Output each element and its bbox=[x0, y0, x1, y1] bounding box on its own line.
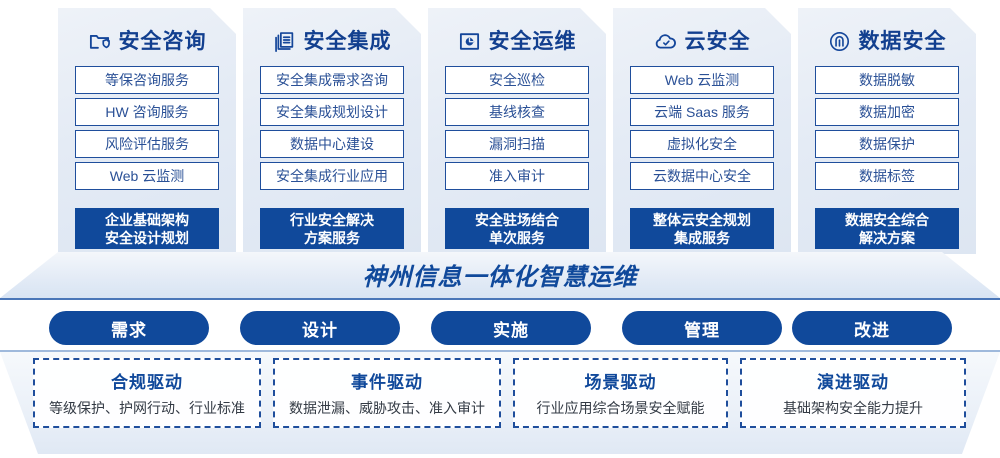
pillar-item[interactable]: 准入审计 bbox=[445, 162, 589, 190]
process-step-management[interactable]: 管理 bbox=[622, 311, 782, 345]
pillar-item[interactable]: 数据脱敏 bbox=[815, 66, 959, 94]
pillar-item[interactable]: 数据中心建设 bbox=[260, 130, 404, 158]
pillar-item[interactable]: 安全巡检 bbox=[445, 66, 589, 94]
driver-title: 场景驱动 bbox=[584, 373, 657, 392]
platform-banner bbox=[0, 252, 1000, 300]
pillar-header: 安全集成 bbox=[243, 24, 421, 58]
pillar-summary-line1: 行业安全解决 bbox=[290, 211, 374, 228]
pillar-summary-line1: 数据安全综合 bbox=[845, 211, 929, 228]
pillar-item-list: 安全巡检 基线核查 漏洞扫描 准入审计 bbox=[445, 66, 589, 194]
pillar-summary: 企业基础架构 安全设计规划 bbox=[75, 208, 219, 249]
pillar-item[interactable]: 虚拟化安全 bbox=[630, 130, 774, 158]
pillar-item[interactable]: Web 云监测 bbox=[630, 66, 774, 94]
pillar-security-integration: 安全集成 安全集成需求咨询 安全集成规划设计 数据中心建设 安全集成行业应用 行… bbox=[243, 8, 421, 254]
driver-description: 行业应用综合场景安全赋能 bbox=[536, 400, 705, 416]
drivers-top-border bbox=[0, 350, 1000, 352]
pillar-summary-line1: 整体云安全规划 bbox=[653, 211, 751, 228]
driver-title: 合规驱动 bbox=[111, 373, 183, 392]
process-step-implementation[interactable]: 实施 bbox=[431, 311, 591, 345]
monitor-chart-icon bbox=[458, 30, 481, 53]
pillar-header: 数据安全 bbox=[798, 24, 976, 58]
pillar-summary-line2: 安全设计规划 bbox=[105, 229, 189, 246]
pillar-item[interactable]: 安全集成规划设计 bbox=[260, 98, 404, 126]
pillar-summary-line2: 单次服务 bbox=[489, 229, 545, 246]
pillar-item[interactable]: 数据加密 bbox=[815, 98, 959, 126]
stacked-documents-icon bbox=[273, 30, 296, 53]
pillar-summary-line1: 安全驻场结合 bbox=[475, 211, 559, 228]
pillar-item[interactable]: Web 云监测 bbox=[75, 162, 219, 190]
driver-title: 演进驱动 bbox=[817, 373, 889, 392]
pillar-title: 数据安全 bbox=[858, 29, 947, 53]
pillar-summary: 数据安全综合 解决方案 bbox=[815, 208, 959, 249]
driver-compliance: 合规驱动 等级保护、护网行动、行业标准 bbox=[33, 358, 261, 428]
pillar-summary-line2: 解决方案 bbox=[859, 229, 915, 246]
pillar-item[interactable]: 风险评估服务 bbox=[75, 130, 219, 158]
driver-group: 合规驱动 等级保护、护网行动、行业标准 事件驱动 数据泄漏、威胁攻击、准入审计 … bbox=[0, 358, 1000, 444]
pillar-cloud-security: 云安全 Web 云监测 云端 Saas 服务 虚拟化安全 云数据中心安全 整体云… bbox=[613, 8, 791, 254]
pillar-item-list: 数据脱敏 数据加密 数据保护 数据标签 bbox=[815, 66, 959, 194]
pillar-item[interactable]: 安全集成行业应用 bbox=[260, 162, 404, 190]
banner-baseline bbox=[0, 298, 1000, 300]
driver-description: 基础架构安全能力提升 bbox=[783, 400, 923, 416]
pillar-item[interactable]: 等保咨询服务 bbox=[75, 66, 219, 94]
driver-scenario: 场景驱动 行业应用综合场景安全赋能 bbox=[513, 358, 728, 428]
pillar-summary-line2: 集成服务 bbox=[674, 229, 730, 246]
pillar-item[interactable]: 数据标签 bbox=[815, 162, 959, 190]
process-step-requirement[interactable]: 需求 bbox=[49, 311, 209, 345]
pillar-item[interactable]: 云端 Saas 服务 bbox=[630, 98, 774, 126]
pillar-summary-line1: 企业基础架构 bbox=[105, 211, 189, 228]
driver-description: 数据泄漏、威胁攻击、准入审计 bbox=[289, 400, 485, 416]
driver-title: 事件驱动 bbox=[351, 373, 423, 392]
pillar-summary: 安全驻场结合 单次服务 bbox=[445, 208, 589, 249]
process-step-improvement[interactable]: 改进 bbox=[792, 311, 952, 345]
pillar-header: 安全咨询 bbox=[58, 24, 236, 58]
pillar-title: 安全运维 bbox=[488, 29, 577, 53]
process-step-design[interactable]: 设计 bbox=[240, 311, 400, 345]
pillar-item-list: 安全集成需求咨询 安全集成规划设计 数据中心建设 安全集成行业应用 bbox=[260, 66, 404, 194]
capability-pillars: 安全咨询 等保咨询服务 HW 咨询服务 风险评估服务 Web 云监测 企业基础架… bbox=[0, 0, 1000, 262]
folder-shield-icon bbox=[88, 30, 111, 53]
pillar-item-list: Web 云监测 云端 Saas 服务 虚拟化安全 云数据中心安全 bbox=[630, 66, 774, 194]
pillar-item[interactable]: 安全集成需求咨询 bbox=[260, 66, 404, 94]
fingerprint-icon bbox=[828, 30, 851, 53]
driver-description: 等级保护、护网行动、行业标准 bbox=[49, 400, 245, 416]
pillar-item[interactable]: HW 咨询服务 bbox=[75, 98, 219, 126]
pillar-item-list: 等保咨询服务 HW 咨询服务 风险评估服务 Web 云监测 bbox=[75, 66, 219, 194]
pillar-summary: 行业安全解决 方案服务 bbox=[260, 208, 404, 249]
pillar-security-consulting: 安全咨询 等保咨询服务 HW 咨询服务 风险评估服务 Web 云监测 企业基础架… bbox=[58, 8, 236, 254]
cloud-check-icon bbox=[654, 30, 677, 53]
process-steps: 需求 设计 实施 管理 改进 bbox=[0, 311, 1000, 345]
driver-evolution: 演进驱动 基础架构安全能力提升 bbox=[740, 358, 966, 428]
pillar-title: 安全咨询 bbox=[118, 29, 207, 53]
pillar-header: 安全运维 bbox=[428, 24, 606, 58]
driver-incident: 事件驱动 数据泄漏、威胁攻击、准入审计 bbox=[273, 358, 501, 428]
pillar-summary: 整体云安全规划 集成服务 bbox=[630, 208, 774, 249]
pillar-item[interactable]: 基线核查 bbox=[445, 98, 589, 126]
pillar-item[interactable]: 云数据中心安全 bbox=[630, 162, 774, 190]
pillar-item[interactable]: 漏洞扫描 bbox=[445, 130, 589, 158]
pillar-summary-line2: 方案服务 bbox=[304, 229, 360, 246]
pillar-title: 安全集成 bbox=[303, 29, 392, 53]
pillar-title: 云安全 bbox=[684, 29, 751, 53]
platform-banner-title: 神州信息一体化智慧运维 bbox=[362, 263, 638, 291]
pillar-data-security: 数据安全 数据脱敏 数据加密 数据保护 数据标签 数据安全综合 解决方案 bbox=[798, 8, 976, 254]
pillar-security-operations: 安全运维 安全巡检 基线核查 漏洞扫描 准入审计 安全驻场结合 单次服务 bbox=[428, 8, 606, 254]
pillar-header: 云安全 bbox=[613, 24, 791, 58]
pillar-item[interactable]: 数据保护 bbox=[815, 130, 959, 158]
